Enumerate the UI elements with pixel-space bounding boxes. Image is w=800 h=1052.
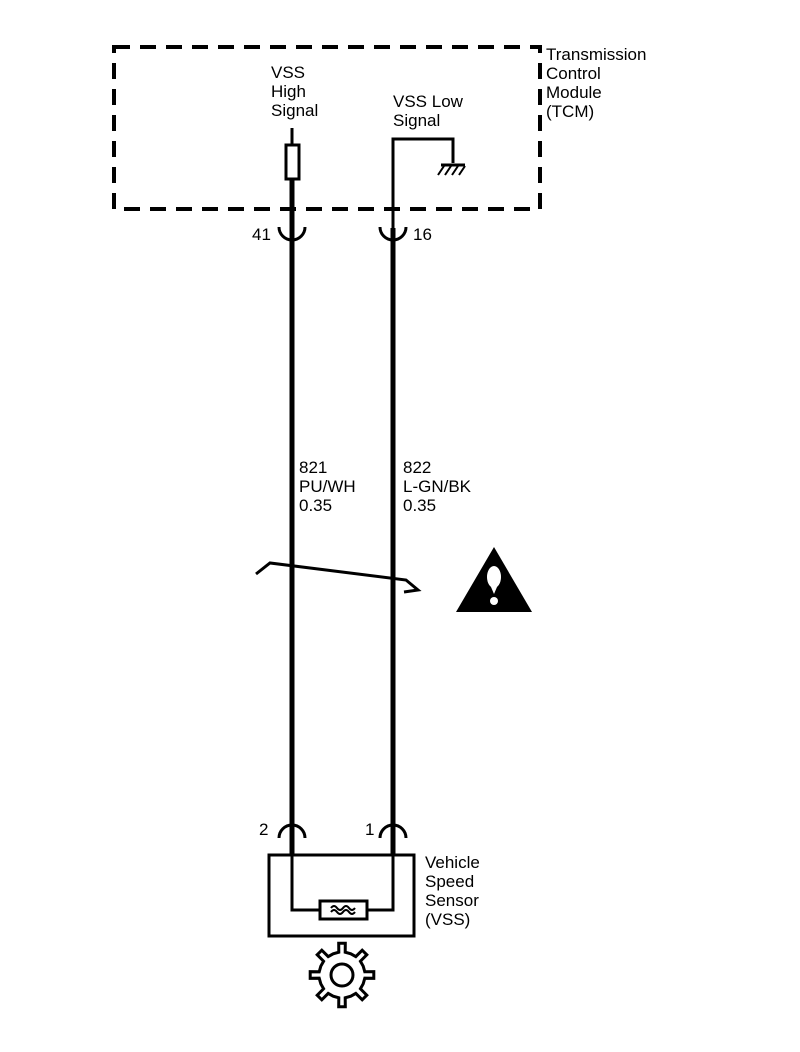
vss-high-signal-line: High bbox=[271, 82, 306, 101]
vss-low-connector-icon bbox=[378, 823, 408, 839]
wire-high-gauge: 0.35 bbox=[299, 496, 332, 515]
gear-icon bbox=[308, 941, 376, 1009]
wire-high-label: 821 PU/WH 0.35 bbox=[299, 458, 360, 515]
gear-outline bbox=[308, 941, 376, 1009]
vss-low-signal-line: VSS Low bbox=[393, 92, 464, 111]
wire-low-circuit: 822 bbox=[403, 458, 431, 477]
vss-sensor-box bbox=[267, 853, 416, 938]
vss-low-signal-label: VSS Low Signal bbox=[393, 92, 468, 130]
vss-internal-circuit bbox=[290, 855, 320, 912]
caution-triangle-icon bbox=[456, 547, 532, 612]
twisted-pair-symbol bbox=[255, 561, 422, 594]
gear-hub bbox=[329, 962, 355, 988]
tcm-title-line: Control bbox=[546, 64, 601, 83]
vss-title-line: Speed bbox=[425, 872, 474, 891]
tcm-title-line: Module bbox=[546, 83, 602, 102]
vss-high-signal-label: VSS High Signal bbox=[271, 63, 318, 120]
wire-high-color: PU/WH bbox=[299, 477, 356, 496]
vss-title-line: Vehicle bbox=[425, 853, 480, 872]
tcm-module-box bbox=[112, 45, 542, 211]
vss-high-connector-icon bbox=[277, 823, 307, 839]
vss-title: Vehicle Speed Sensor (VSS) bbox=[425, 853, 485, 929]
vss-high-pin-number: 2 bbox=[259, 820, 268, 839]
wire-low-label: 822 L-GN/BK 0.35 bbox=[403, 458, 476, 515]
tcm-title-line: (TCM) bbox=[546, 102, 594, 121]
tcm-title-line: Transmission bbox=[546, 45, 646, 64]
pickup-coil-icon bbox=[318, 899, 369, 921]
vss-high-signal-line: VSS bbox=[271, 63, 305, 82]
tcm-low-internal-wire bbox=[391, 137, 455, 228]
wire-high-circuit: 821 bbox=[299, 458, 327, 477]
vss-internal-circuit bbox=[367, 855, 395, 912]
wire-low-gauge: 0.35 bbox=[403, 496, 436, 515]
vss-title-line: Sensor bbox=[425, 891, 479, 910]
tcm-low-pin-number: 16 bbox=[413, 225, 432, 244]
tcm-high-resistor bbox=[284, 143, 301, 181]
tcm-high-pin-number: 41 bbox=[252, 225, 271, 244]
vss-high-signal-line: Signal bbox=[271, 101, 318, 120]
vss-title-line: (VSS) bbox=[425, 910, 470, 929]
vss-low-pin-number: 1 bbox=[365, 820, 374, 839]
wire-low-color: L-GN/BK bbox=[403, 477, 472, 496]
ground-icon bbox=[437, 163, 466, 176]
vss-low-signal-line: Signal bbox=[393, 111, 440, 130]
tcm-title: Transmission Control Module (TCM) bbox=[546, 45, 651, 121]
